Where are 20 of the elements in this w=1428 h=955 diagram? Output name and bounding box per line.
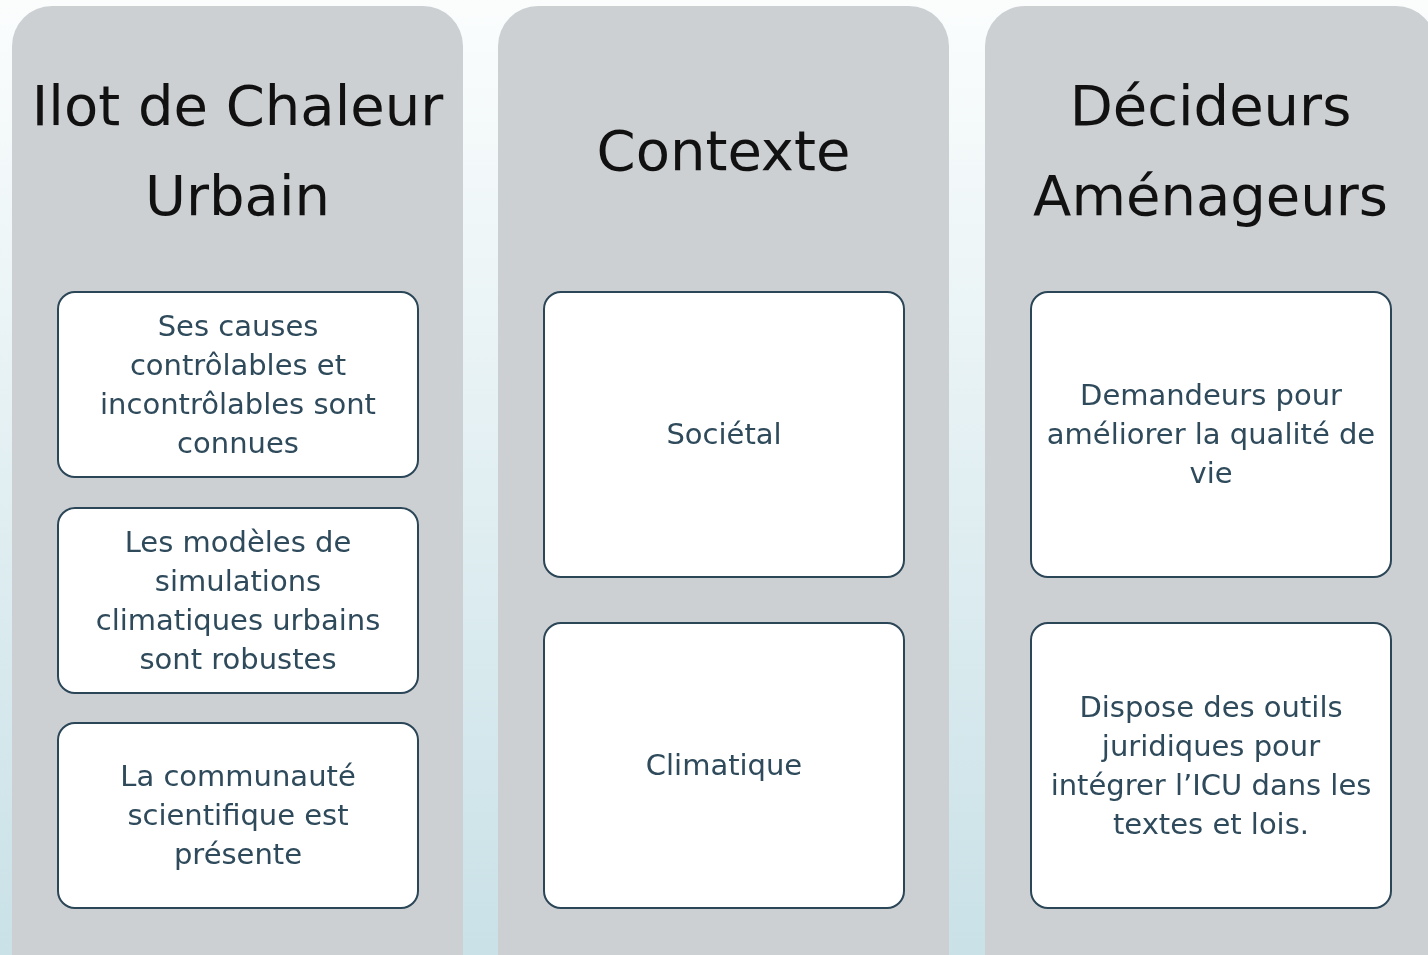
text-box [543,291,905,578]
text-box [1030,622,1392,909]
text-box [57,722,419,909]
box-text: Climatique [645,747,803,784]
text-box [543,622,905,909]
column-panel [12,6,463,955]
text-box [57,507,419,694]
text-box [1030,291,1392,578]
column-panel [985,6,1428,955]
box-text: Les modèles de simulations climatiques urbains sont robustes [94,523,382,678]
box-text: Ses causes contrôlables et incontrôlables sont connues [99,307,377,462]
box-text: Demandeurs pour améliorer la qualité de vie [1045,377,1377,492]
column-heading: Contexte [595,117,852,185]
column-heading: Décideurs Aménageurs [1032,72,1389,230]
column-panel [498,6,949,955]
column-heading: Ilot de Chaleur Urbain [30,72,445,230]
box-text: La communauté scientifique est présente [119,758,357,873]
box-text: Dispose des outils juridiques pour intégrer l’ICU dans les textes et lois. [1049,688,1373,843]
box-text: Sociétal [666,416,782,453]
text-box [57,291,419,478]
